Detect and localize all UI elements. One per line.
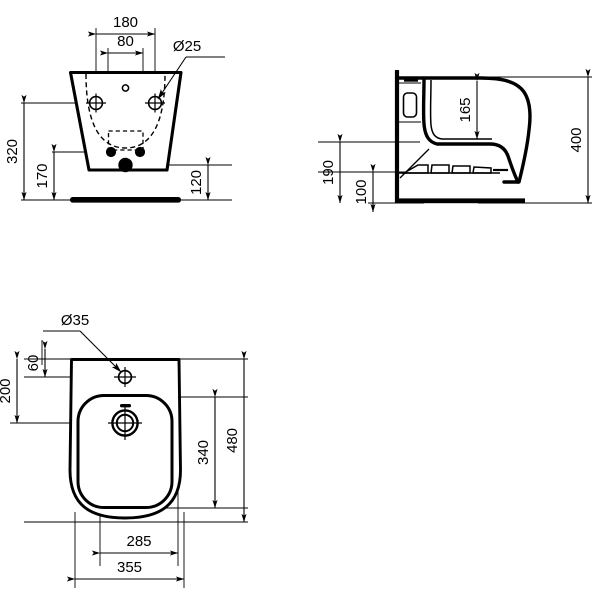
front-supply-dot-right xyxy=(134,146,146,158)
front-dim-170: 170 xyxy=(34,143,57,201)
plan-dim-355-label: 355 xyxy=(117,559,142,576)
front-callout-d25: Ø25 xyxy=(157,38,225,100)
side-dim-100-label: 100 xyxy=(353,179,370,204)
side-outer-profile xyxy=(397,76,532,184)
side-dim-400-label: 400 xyxy=(568,127,585,152)
front-dim-320: 320 xyxy=(4,94,27,201)
front-trap-hidden-box xyxy=(107,130,144,151)
side-bowl-inner-line xyxy=(429,79,492,140)
plan-dim-480-label: 480 xyxy=(224,428,241,453)
front-overflow-circle xyxy=(121,84,130,92)
front-fixing-hole-left xyxy=(86,93,106,113)
side-dim-165-label: 165 xyxy=(457,97,474,122)
side-base-ribs xyxy=(401,164,492,174)
plan-dim-340-label: 340 xyxy=(195,440,212,465)
side-dim-190-label: 190 xyxy=(320,160,337,185)
front-dim-120: 120 xyxy=(188,156,211,201)
front-floor-bar xyxy=(70,197,181,203)
plan-drain xyxy=(108,406,142,440)
front-dim-180-label: 180 xyxy=(113,14,138,31)
front-fixing-hole-right xyxy=(145,93,165,113)
front-dim-80-label: 80 xyxy=(117,33,134,50)
side-dim-190: 190 xyxy=(320,133,343,204)
side-dim-165: 165 xyxy=(457,72,480,140)
plan-dim-200-label: 200 xyxy=(0,378,14,403)
plan-callout-d35: Ø35 xyxy=(43,312,122,373)
front-supply-dot-left xyxy=(105,146,117,158)
front-dim-80: 80 xyxy=(99,33,144,56)
side-floor-slab xyxy=(397,198,525,204)
plan-tap-hole xyxy=(114,367,136,387)
plan-dim-340: 340 xyxy=(195,388,218,509)
front-dim-180: 180 xyxy=(87,14,156,37)
front-bowl-hidden-outline xyxy=(85,73,166,149)
front-dim-170-label: 170 xyxy=(34,163,51,188)
plan-callout-d35-label: Ø35 xyxy=(61,312,89,329)
plan-dim-480: 480 xyxy=(224,350,247,523)
plan-overflow-slot xyxy=(120,404,131,408)
side-dim-400: 400 xyxy=(568,68,591,204)
plan-dim-200: 200 xyxy=(0,350,20,424)
plan-dim-285-label: 285 xyxy=(126,533,151,550)
front-dim-320-label: 320 xyxy=(4,139,21,164)
front-dim-120-label: 120 xyxy=(188,170,205,195)
plan-bowl-outline xyxy=(76,394,174,509)
plan-dim-285: 285 xyxy=(91,533,179,556)
plan-dim-355: 355 xyxy=(66,559,185,582)
side-dim-100: 100 xyxy=(353,163,376,213)
side-bowl-profile xyxy=(421,78,520,184)
front-elevation-view: 180 80 320 170 120 xyxy=(4,14,232,203)
plan-dim-60-label: 60 xyxy=(25,355,42,372)
front-callout-d25-label: Ø25 xyxy=(173,38,201,55)
top-plan-view: Ø35 60 200 340 480 xyxy=(0,312,248,588)
side-section-view: 165 400 190 100 xyxy=(318,68,592,213)
side-wall-bracket-slot xyxy=(402,92,418,118)
plan-dim-60: 60 xyxy=(25,340,48,378)
front-waste-dot xyxy=(118,157,133,173)
